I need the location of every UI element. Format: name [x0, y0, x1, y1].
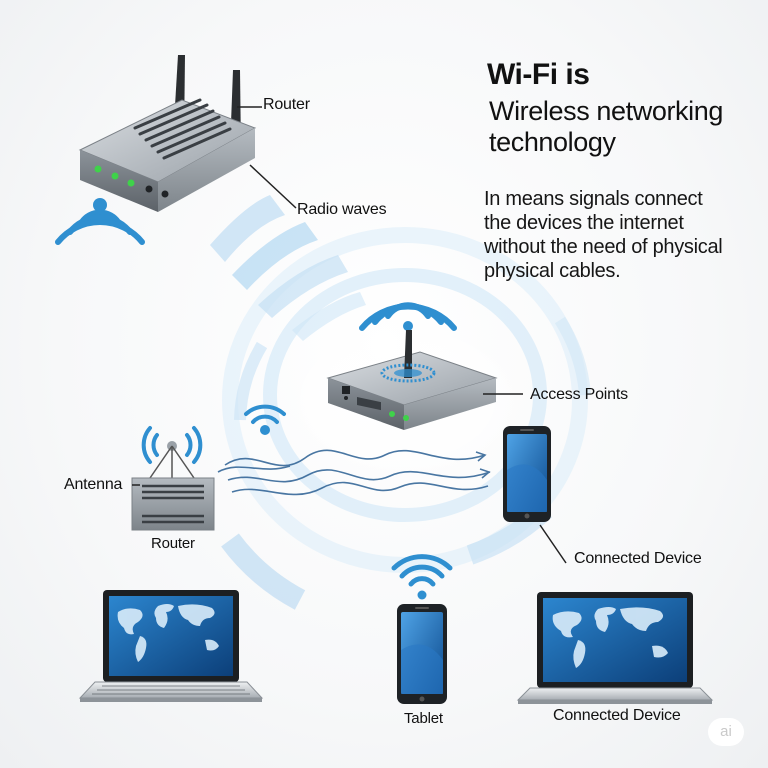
world-map-icon-right: [552, 607, 668, 668]
label-connected-device-bottom: Connected Device: [553, 707, 681, 724]
description: In means signals connect the devices the…: [484, 187, 723, 283]
laptop-icon-right: [516, 592, 714, 704]
access-point-icon: [326, 302, 523, 430]
description-line-3: without the need of physical: [484, 236, 723, 258]
title-line-2: Wireless networking: [489, 96, 723, 126]
router-icon-left: [131, 426, 215, 531]
signal-lines: [217, 449, 491, 496]
smartphone-icon: [503, 426, 567, 564]
description-line-4: physical cables.: [484, 260, 621, 282]
label-antenna: Antenna: [64, 476, 123, 493]
label-access-points: Access Points: [530, 386, 628, 403]
radio-wave-beams: [210, 195, 366, 341]
title-line-1: Wi-Fi is: [487, 58, 590, 91]
tablet-icon: [391, 554, 453, 704]
title-line-3: technology: [489, 127, 616, 157]
label-radio-waves: Radio waves: [297, 201, 387, 218]
world-map-icon-left: [117, 604, 219, 662]
ai-badge: ai: [708, 718, 744, 746]
label-connected-device-right: Connected Device: [574, 550, 702, 567]
wifi-icon-top-left: [55, 198, 145, 245]
description-line-1: In means signals connect: [484, 188, 703, 210]
router-icon-top: [78, 55, 297, 212]
description-line-2: the devices the internet: [484, 212, 684, 234]
laptop-icon-left: [78, 590, 264, 702]
label-tablet: Tablet: [404, 710, 443, 727]
label-router-top: Router: [263, 96, 310, 113]
label-router-left: Router: [151, 535, 195, 552]
wifi-icon-mid-left: [244, 404, 286, 435]
